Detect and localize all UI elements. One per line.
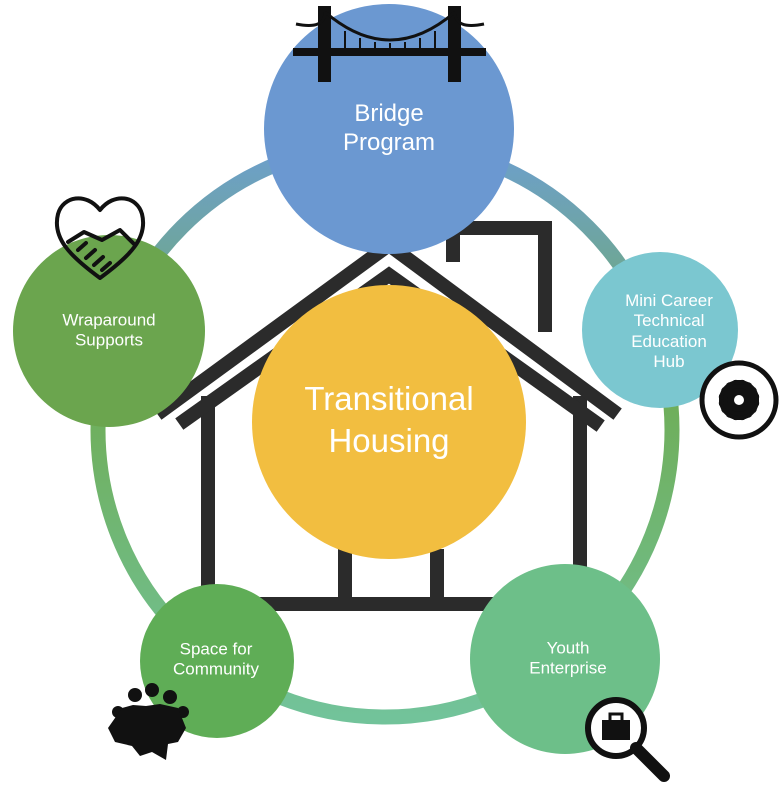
node-circle-space bbox=[140, 584, 294, 738]
gear-icon bbox=[699, 360, 779, 440]
briefcase-search-icon bbox=[585, 697, 670, 782]
suspension-bridge-icon bbox=[293, 6, 486, 82]
community-people-icon bbox=[108, 683, 189, 760]
center-label: Transitional Housing bbox=[304, 379, 474, 459]
node-circle-mini-cte bbox=[582, 252, 738, 408]
mini-cte-hub-label: Mini Career Technical Education Hub bbox=[625, 291, 713, 372]
house-outline bbox=[153, 221, 622, 611]
wraparound-supports-label: Wraparound Supports bbox=[62, 310, 156, 350]
space-for-community-label: Space for Community bbox=[173, 639, 259, 679]
youth-enterprise-label: Youth Enterprise bbox=[529, 638, 607, 678]
node-circle-wraparound bbox=[13, 235, 205, 427]
handshake-heart-icon bbox=[54, 196, 146, 280]
center-circle bbox=[252, 285, 526, 559]
bridge-program-label: Bridge Program bbox=[342, 100, 436, 156]
